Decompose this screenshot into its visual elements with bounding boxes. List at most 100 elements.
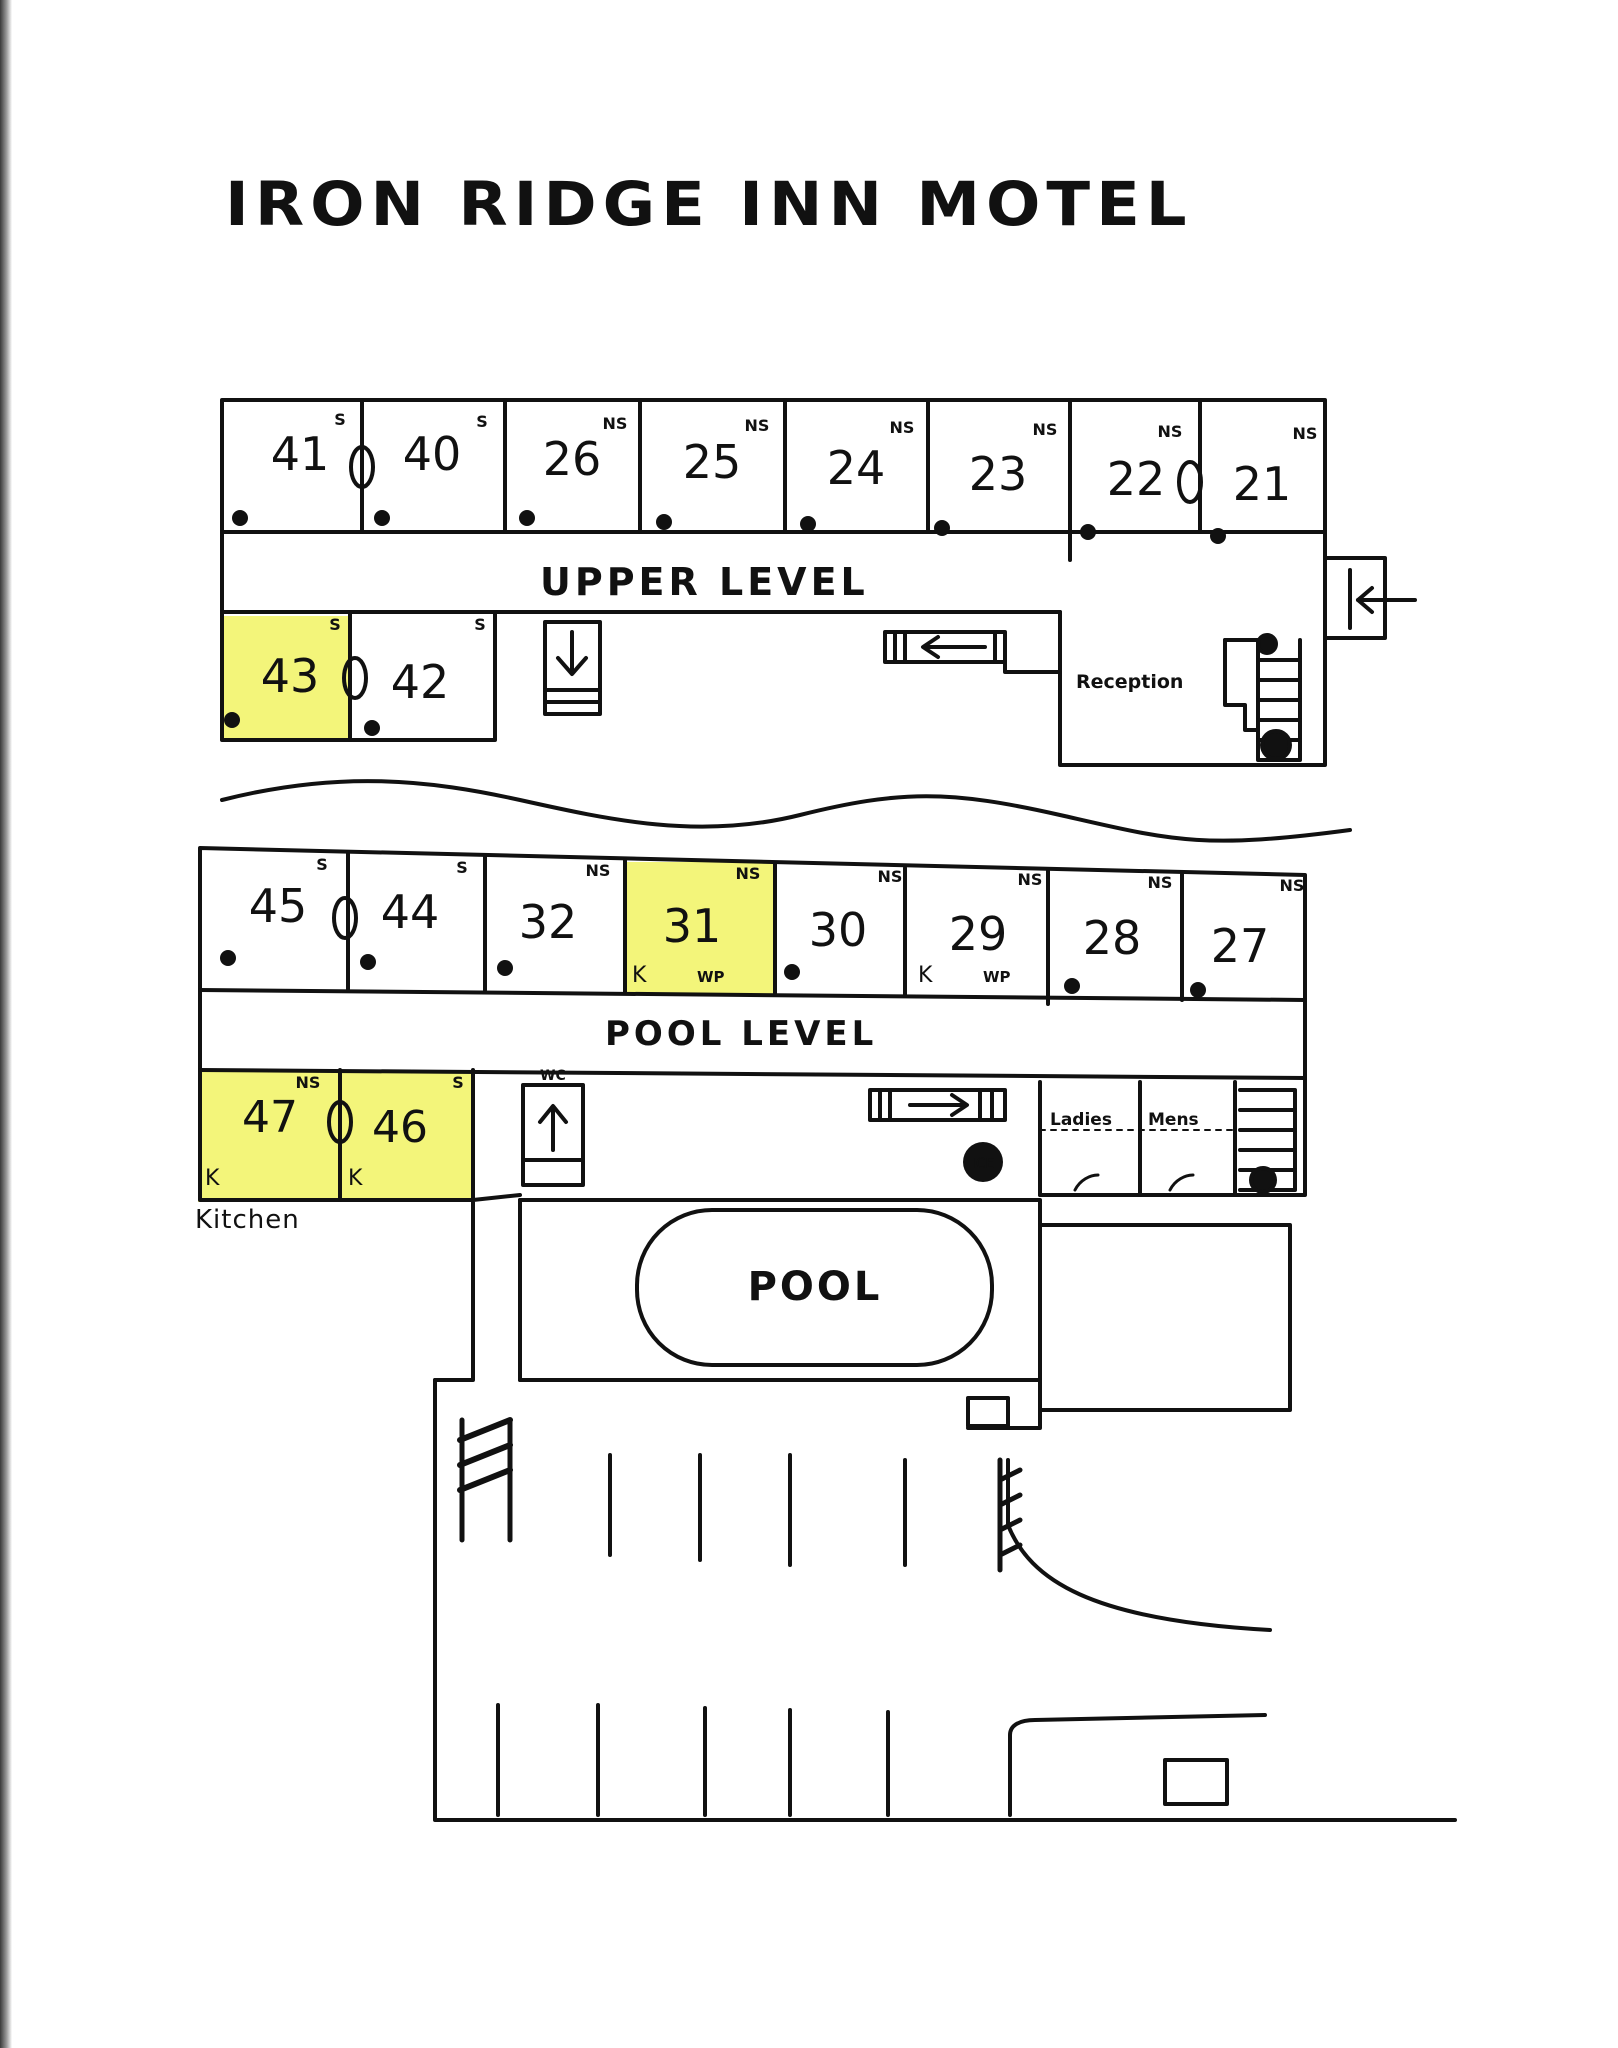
door-icon <box>1080 524 1096 540</box>
upper-level <box>220 398 1417 767</box>
door-icon <box>220 950 236 966</box>
door-icon <box>784 964 800 980</box>
walkway-outline <box>433 1193 522 1382</box>
room-tag-wp-29: WP <box>983 968 1011 986</box>
pool-door-icons <box>220 950 1206 998</box>
connecting-door-icon <box>342 656 368 700</box>
room-mark-32: NS <box>586 861 611 880</box>
pool-stairs-icon <box>1238 1088 1297 1194</box>
room-mark-46: S <box>452 1073 464 1092</box>
pool-corridor-top-wall <box>198 988 1307 1002</box>
room-mark-31: NS <box>736 864 761 883</box>
connecting-door-icon <box>332 896 358 940</box>
pool-corridor-bottom-wall <box>198 1068 1307 1080</box>
room-mark-26: NS <box>603 414 628 433</box>
room-mark-40: S <box>476 412 488 431</box>
upper-level-label: UPPER LEVEL <box>540 560 869 604</box>
door-icon <box>656 514 672 530</box>
room-mark-43: S <box>329 615 341 634</box>
parking-lot <box>433 1378 1457 1822</box>
pool-gate-icon <box>966 1396 1010 1428</box>
parking-outline <box>433 1378 1457 1822</box>
door-icon <box>1064 978 1080 994</box>
room-number-44: 44 <box>381 885 440 939</box>
room-number-32: 32 <box>519 895 578 949</box>
room-number-42: 42 <box>391 655 450 709</box>
room-mark-44: S <box>456 858 468 877</box>
paper-edge <box>0 0 12 2048</box>
door-icon <box>1190 982 1206 998</box>
reception-stairs-icon <box>1223 633 1302 762</box>
door-icon <box>497 960 513 976</box>
room-mark-45: S <box>316 855 328 874</box>
upper-room-dividers <box>348 398 1202 742</box>
room-mark-27: NS <box>1280 876 1305 895</box>
pool-gate-wall <box>966 1378 1042 1430</box>
connecting-door-icon <box>327 1100 353 1144</box>
driveway-curve <box>1006 1458 1272 1632</box>
mens-restroom-label: Mens <box>1148 1110 1199 1130</box>
reception-label: Reception <box>1076 671 1183 693</box>
door-icon <box>1210 528 1226 544</box>
room-mark-25: NS <box>745 416 770 435</box>
room-number-47: 47 <box>242 1092 298 1143</box>
room-tag-k-29: K <box>918 963 933 988</box>
door-icon <box>232 510 248 526</box>
arrow-down-icon <box>556 656 588 676</box>
room-tag-wp-31: WP <box>697 968 725 986</box>
room-tag-k-46: K <box>348 1166 363 1191</box>
parking-stripes-bottom <box>496 1703 890 1817</box>
sign-box-icon <box>1163 1758 1229 1806</box>
arrow-up-icon <box>538 1104 568 1124</box>
arrow-right-icon <box>950 1093 969 1117</box>
room-number-31: 31 <box>663 899 722 953</box>
map-labels: 41S40S26NS25NS24NS23NS22NS21NS43S42SUPPE… <box>195 410 1317 1310</box>
connecting-door-icon <box>1177 460 1203 504</box>
kitchen-note: Kitchen <box>195 1205 300 1235</box>
room-mark-41: S <box>334 410 346 429</box>
room-number-27: 27 <box>1211 919 1270 973</box>
room-number-25: 25 <box>683 435 742 489</box>
room-tag-k-31: K <box>632 963 647 988</box>
upper-door-icons <box>224 510 1226 736</box>
stairs-up-icon <box>521 1083 585 1187</box>
pool-basin <box>635 1208 994 1367</box>
parking-island <box>1008 1713 1267 1817</box>
room-number-22: 22 <box>1107 452 1166 506</box>
room-number-46: 46 <box>372 1102 428 1153</box>
room-mark-23: NS <box>1033 420 1058 439</box>
level-separator-wave <box>220 779 1352 843</box>
room-mark-42: S <box>474 615 486 634</box>
door-icon <box>364 720 380 736</box>
pool-room-dividers <box>338 850 1184 1202</box>
room-mark-28: NS <box>1148 873 1173 892</box>
pool-building-outline <box>198 846 1307 1202</box>
restrooms <box>1038 1080 1237 1197</box>
pool-fence <box>518 1198 1042 1382</box>
room-number-45: 45 <box>249 879 308 933</box>
room-mark-30: NS <box>878 867 903 886</box>
room-number-24: 24 <box>827 441 886 495</box>
pool-level-label: POOL LEVEL <box>605 1014 877 1054</box>
room-number-41: 41 <box>271 427 330 481</box>
room-number-28: 28 <box>1083 911 1142 965</box>
room-number-30: 30 <box>809 903 868 957</box>
room-mark-22: NS <box>1158 422 1183 441</box>
door-icon <box>374 510 390 526</box>
door-icon <box>360 954 376 970</box>
patio-area <box>1038 1223 1292 1412</box>
door-icon <box>519 510 535 526</box>
pool-level: ICE <box>198 846 1307 1430</box>
pool-label: POOL <box>748 1264 883 1310</box>
room-number-23: 23 <box>969 447 1028 501</box>
door-icon <box>224 712 240 728</box>
room-mark-29: NS <box>1018 870 1043 889</box>
connecting-door-icon <box>349 445 375 489</box>
stair-mark-label: WC <box>540 1068 566 1084</box>
svg-text:ICE: ICE <box>972 1156 995 1172</box>
rooms-47-46-highlight <box>198 1070 473 1202</box>
room-tag-k-47: K <box>205 1166 220 1191</box>
ladies-restroom-label: Ladies <box>1050 1110 1112 1130</box>
room-mark-24: NS <box>890 418 915 437</box>
room-31-highlight <box>625 862 775 994</box>
